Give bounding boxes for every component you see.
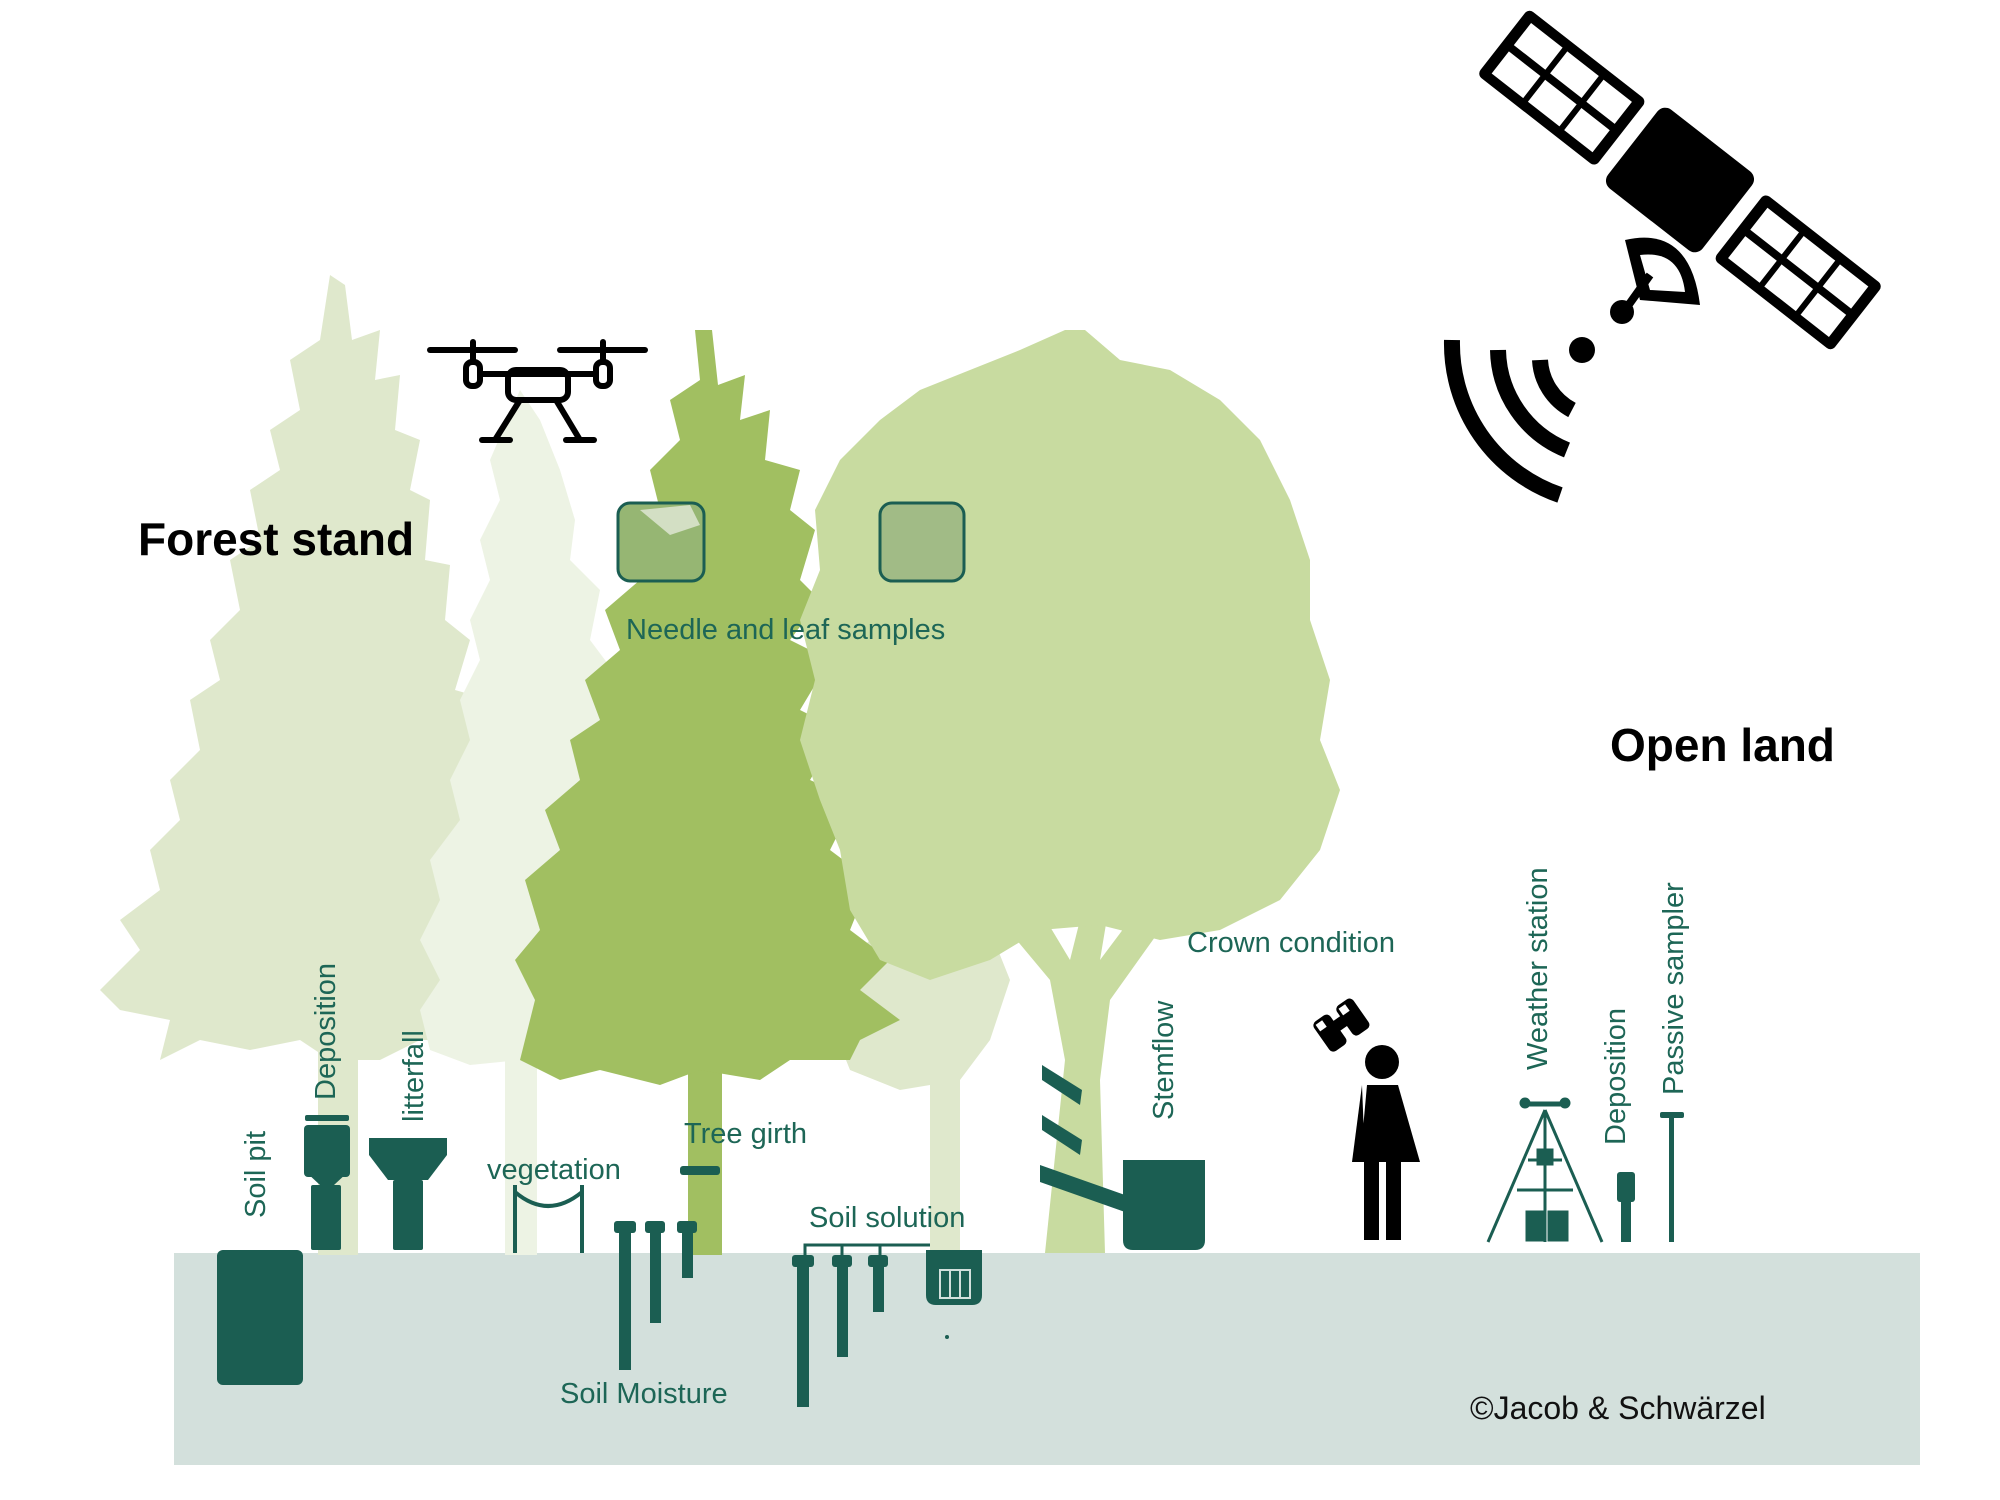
- open-land-heading: Open land: [1610, 719, 1835, 771]
- tree-beech: [800, 330, 1340, 1253]
- passive-sampler-label: Passive sampler: [1658, 882, 1690, 1095]
- soil-solution-label: Soil solution: [809, 1202, 966, 1234]
- copyright-notice: ©Jacob & Schwärzel: [1470, 1390, 1766, 1426]
- deposition-collector-open: [1617, 1172, 1635, 1242]
- binoculars-icon: [1313, 998, 1370, 1052]
- drone-icon: [427, 339, 648, 443]
- soil-pit: [217, 1250, 303, 1385]
- tree-girth-label: Tree girth: [684, 1118, 808, 1150]
- weather-station-label: Weather station: [1522, 867, 1554, 1070]
- weather-station-icon: [1486, 1097, 1604, 1243]
- satellite-icon: [1479, 10, 1881, 350]
- leaf-sample-box: [878, 501, 966, 583]
- stemflow-label: Stemflow: [1148, 1000, 1180, 1120]
- needle-leaf-samples-label: Needle and leaf samples: [626, 614, 946, 646]
- soil-moisture-probes: [614, 1221, 697, 1370]
- passive-sampler: [1660, 1112, 1684, 1242]
- vegetation-label: vegetation: [487, 1154, 621, 1186]
- person-icon: [1352, 1045, 1420, 1240]
- signal-waves-icon: [1443, 337, 1595, 503]
- soil-pit-label: Soil pit: [240, 1130, 272, 1218]
- vegetation-plot: [513, 1185, 584, 1253]
- tree-spruce: [515, 330, 900, 1255]
- forest-stand-heading: Forest stand: [138, 513, 415, 565]
- tree-girth-band: [680, 1166, 720, 1175]
- crown-condition-label: Crown condition: [1187, 927, 1395, 959]
- soil-solution-lysimeters: [792, 1243, 982, 1407]
- deposition-forest-label: Deposition: [310, 962, 342, 1100]
- litterfall-collector: [369, 1138, 447, 1250]
- stemflow-collector: [1040, 1065, 1205, 1250]
- deposition-collector-forest: [304, 1115, 350, 1250]
- deposition-open-label: Deposition: [1600, 1007, 1632, 1145]
- soil-layer: [174, 1253, 1920, 1465]
- litterfall-label: litterfall: [398, 1030, 430, 1122]
- soil-moisture-label: Soil Moisture: [560, 1378, 728, 1410]
